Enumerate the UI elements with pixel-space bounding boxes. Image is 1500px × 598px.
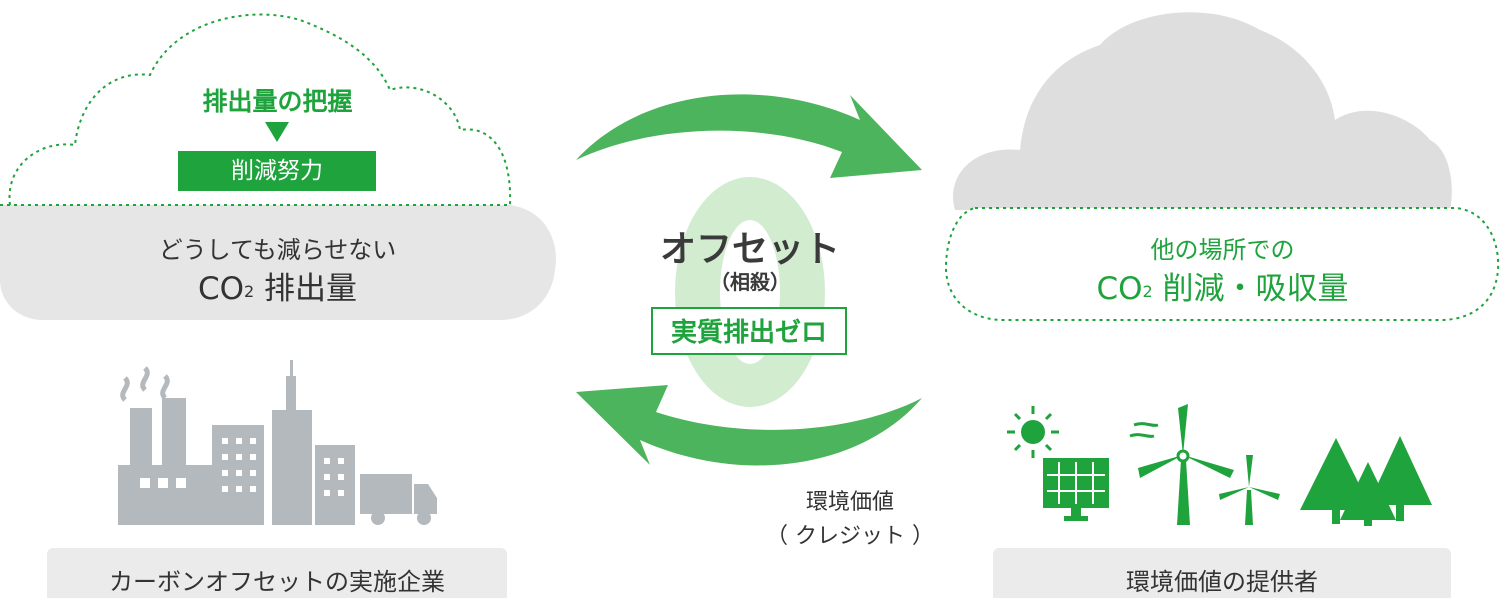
step-reduction-effort: 削減努力 (178, 151, 376, 191)
truck-icon (360, 474, 437, 525)
right-cloud-line2: CO2 削減・吸収量 (945, 263, 1500, 308)
credit-line1: 環境価値 (805, 490, 894, 515)
left-cloud-line1: どうしても減らせない (158, 236, 397, 264)
building-icon (212, 360, 355, 525)
sun-icon (1007, 406, 1059, 458)
arrow-to-right (576, 94, 922, 178)
factory-icon (118, 366, 218, 525)
right-cloud-line1: 他の場所での (1150, 236, 1295, 264)
co2-subscript: 2 (1142, 282, 1153, 301)
wind-turbine-icon (1129, 404, 1280, 525)
offset-subtitle: （相殺） (710, 270, 790, 294)
left-cloud-line2: CO2 排出量 (0, 263, 555, 308)
arrow-to-left (576, 385, 922, 466)
reduction-absorption-text: 削減・吸収量 (1162, 271, 1349, 307)
label-value-provider-text: 環境価値の提供者 (1126, 568, 1318, 596)
right-cloud-gray-top (953, 12, 1452, 211)
building-windows (222, 438, 344, 496)
co2-text: CO (197, 271, 244, 307)
solar-panel-icon (1043, 458, 1109, 521)
left-cloud-gray-body (0, 205, 556, 320)
tree-icon (1300, 436, 1432, 526)
step-measure-emissions: 排出量の把握 (202, 87, 353, 116)
label-offset-company: カーボンオフセットの実施企業 (47, 548, 507, 598)
right-cloud (944, 12, 1500, 321)
emissions-text: 排出量 (264, 271, 358, 307)
co2-text: CO (1096, 271, 1143, 307)
right-cloud-dashed-outline (944, 207, 1500, 321)
left-cloud (0, 13, 556, 320)
credit-line2: （ クレジット ） (766, 524, 934, 549)
co2-subscript: 2 (244, 282, 255, 301)
net-zero-badge: 実質排出ゼロ (651, 307, 847, 355)
offset-title: オフセット (659, 229, 840, 270)
label-offset-company-text: カーボンオフセットの実施企業 (109, 568, 445, 596)
down-arrow-icon (265, 122, 289, 142)
label-value-provider: 環境価値の提供者 (993, 548, 1451, 598)
